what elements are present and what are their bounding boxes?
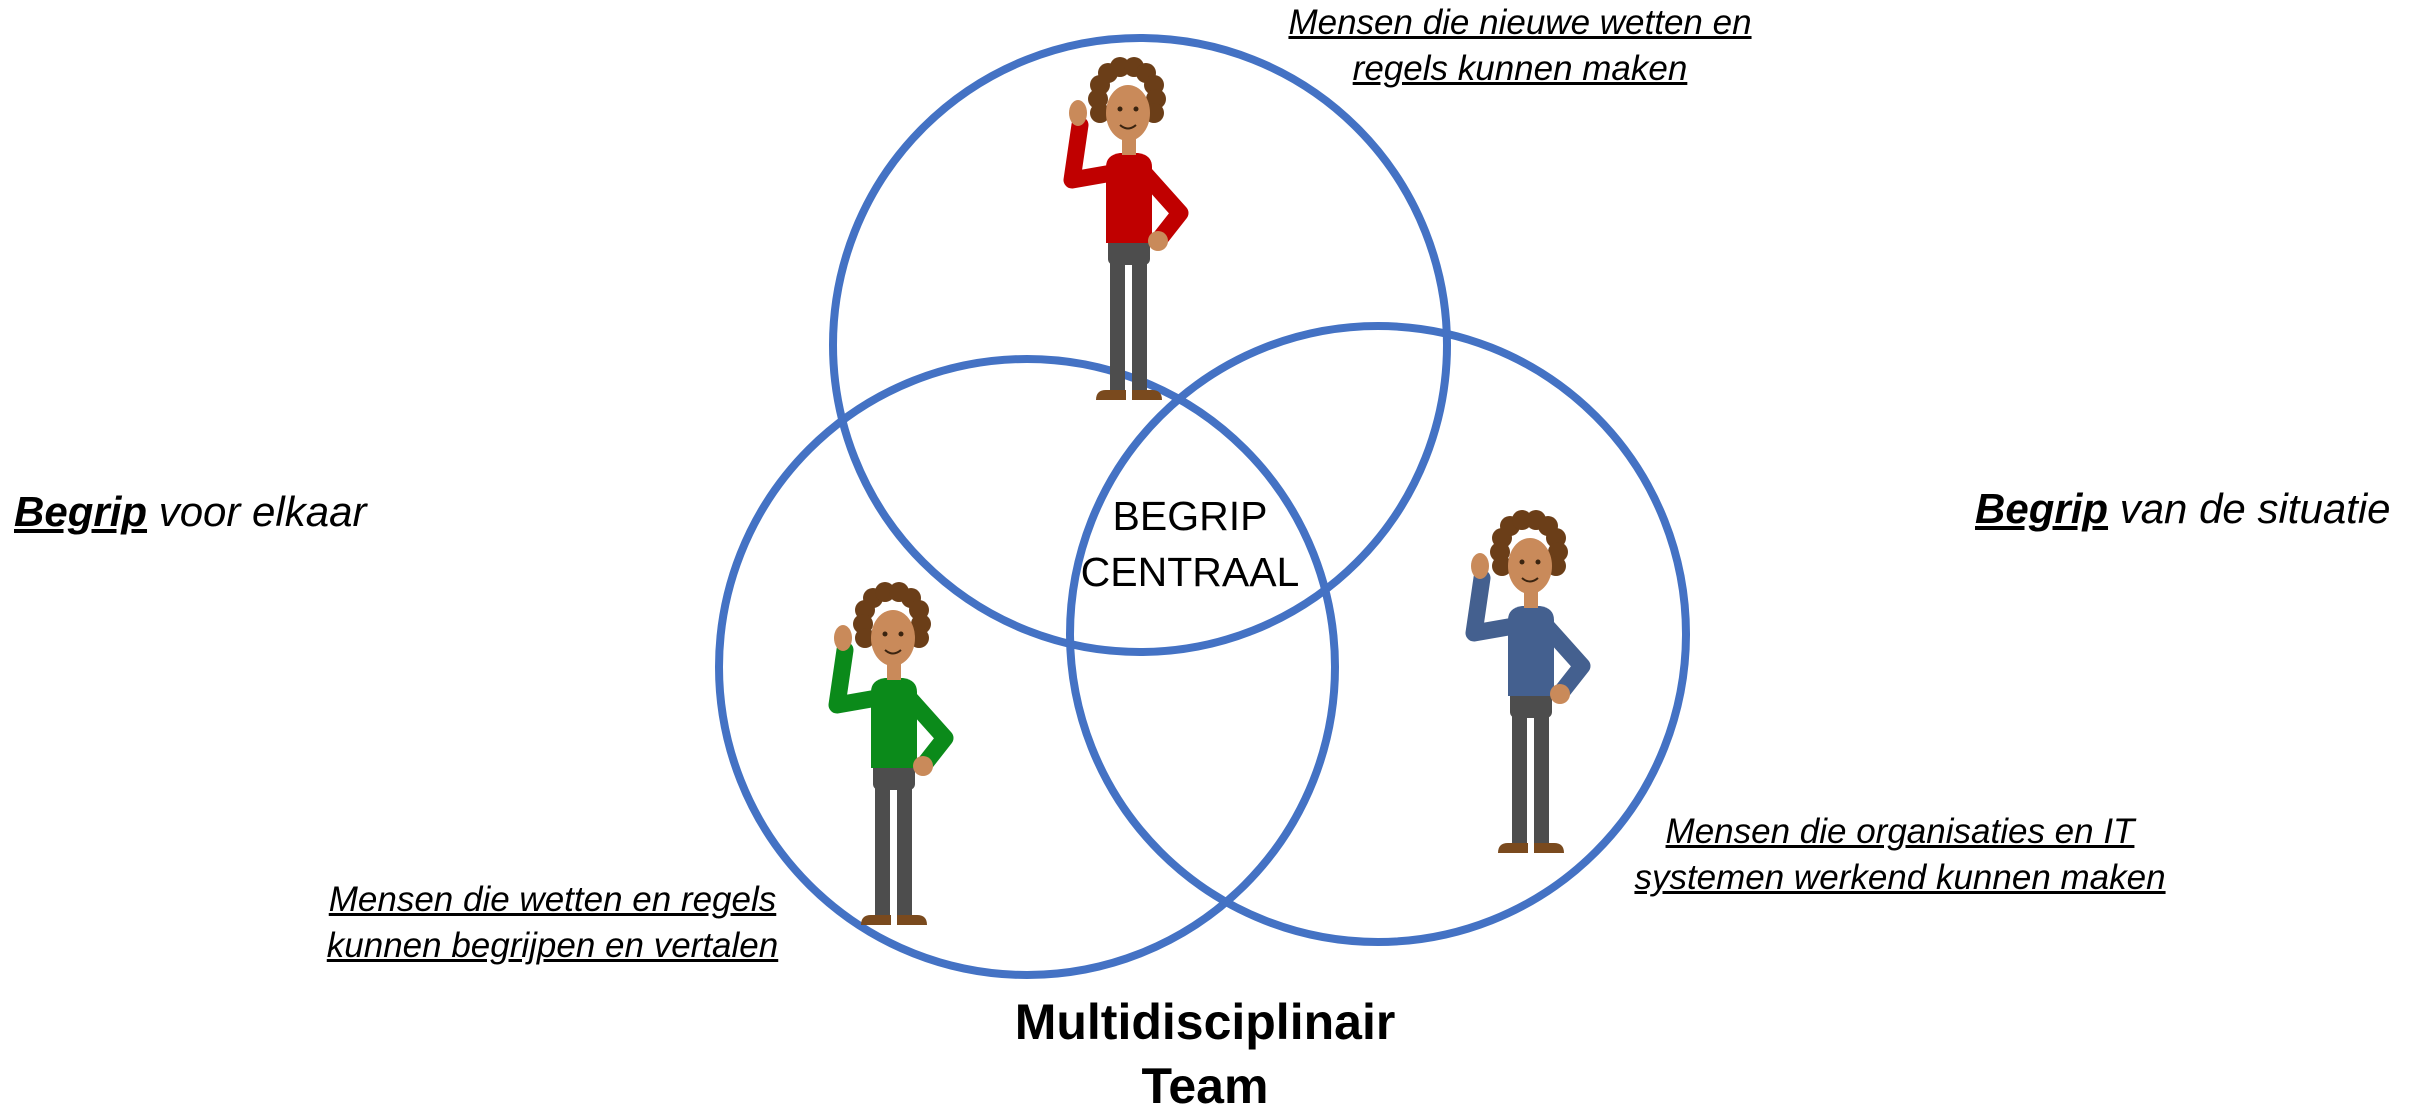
side-right-text: van de situatie bbox=[2119, 485, 2391, 532]
shoe-left bbox=[1498, 843, 1528, 853]
circle-right bbox=[1066, 322, 1690, 946]
mouth bbox=[1521, 577, 1539, 583]
eye-right bbox=[898, 631, 904, 637]
person-top bbox=[1063, 57, 1189, 400]
shoe-left bbox=[861, 915, 891, 925]
person-left bbox=[828, 582, 954, 925]
hair bbox=[1088, 57, 1166, 123]
caption-top: Mensen die nieuwe wetten en regels kunne… bbox=[1288, 3, 1752, 88]
eye-left bbox=[1519, 559, 1525, 565]
face bbox=[871, 610, 915, 666]
eye-right bbox=[1133, 106, 1139, 112]
caption-left: Mensen die wetten en regels kunnen begri… bbox=[326, 880, 779, 965]
neck bbox=[887, 664, 901, 680]
torso bbox=[1106, 153, 1152, 243]
neck bbox=[1524, 592, 1538, 608]
leg-right bbox=[1132, 245, 1147, 393]
circle-top bbox=[829, 34, 1451, 656]
arm-akimbo bbox=[1539, 619, 1591, 703]
hair-curl bbox=[1492, 556, 1512, 576]
eye-right bbox=[1535, 559, 1541, 565]
arm-akimbo bbox=[902, 691, 954, 775]
hair-curl bbox=[1090, 103, 1110, 123]
hand-waving bbox=[834, 625, 852, 651]
shoe-right bbox=[897, 915, 927, 925]
face bbox=[1508, 538, 1552, 594]
hair-curl bbox=[875, 582, 895, 602]
shoe-right bbox=[1132, 390, 1162, 400]
eye-left bbox=[1117, 106, 1123, 112]
mouth bbox=[1119, 124, 1137, 130]
hair bbox=[1490, 510, 1568, 576]
hand-waving bbox=[1471, 553, 1489, 579]
torso bbox=[871, 678, 917, 768]
eye-left bbox=[882, 631, 888, 637]
side-right-emphasis: Begrip bbox=[1975, 485, 2109, 532]
side-left-text: voor elkaar bbox=[158, 488, 367, 535]
hand-hip bbox=[1550, 684, 1570, 704]
hair-curl bbox=[855, 628, 875, 648]
neck bbox=[1122, 139, 1136, 155]
arm-akimbo bbox=[1137, 166, 1189, 250]
hair-curl bbox=[1110, 57, 1130, 77]
torso bbox=[1508, 606, 1554, 696]
arm-raised bbox=[1465, 569, 1523, 642]
shoe-left bbox=[1096, 390, 1126, 400]
mouth bbox=[884, 649, 902, 655]
hand-hip bbox=[913, 756, 933, 776]
diagram-title: Multidisciplinair Team bbox=[1014, 994, 1396, 1114]
person-right bbox=[1465, 510, 1591, 853]
side-left-label: Begrip voor elkaar bbox=[14, 488, 366, 536]
caption-right: Mensen die organisaties en IT systemen w… bbox=[1634, 812, 2166, 897]
leg-left bbox=[875, 770, 890, 918]
leg-left bbox=[1512, 698, 1527, 846]
leg-right bbox=[897, 770, 912, 918]
arm-raised bbox=[1063, 116, 1121, 189]
hand-waving bbox=[1069, 100, 1087, 126]
side-left-emphasis: Begrip bbox=[14, 488, 148, 535]
center-label: BEGRIP CENTRAAL bbox=[1080, 493, 1300, 595]
arm-raised bbox=[828, 641, 886, 714]
shoe-right bbox=[1534, 843, 1564, 853]
hair-curl bbox=[1512, 510, 1532, 530]
side-right-label: Begrip van de situatie bbox=[1975, 485, 2391, 533]
leg-left bbox=[1110, 245, 1125, 393]
face bbox=[1106, 85, 1150, 141]
circle-left bbox=[715, 355, 1339, 979]
hand-hip bbox=[1148, 231, 1168, 251]
leg-right bbox=[1534, 698, 1549, 846]
